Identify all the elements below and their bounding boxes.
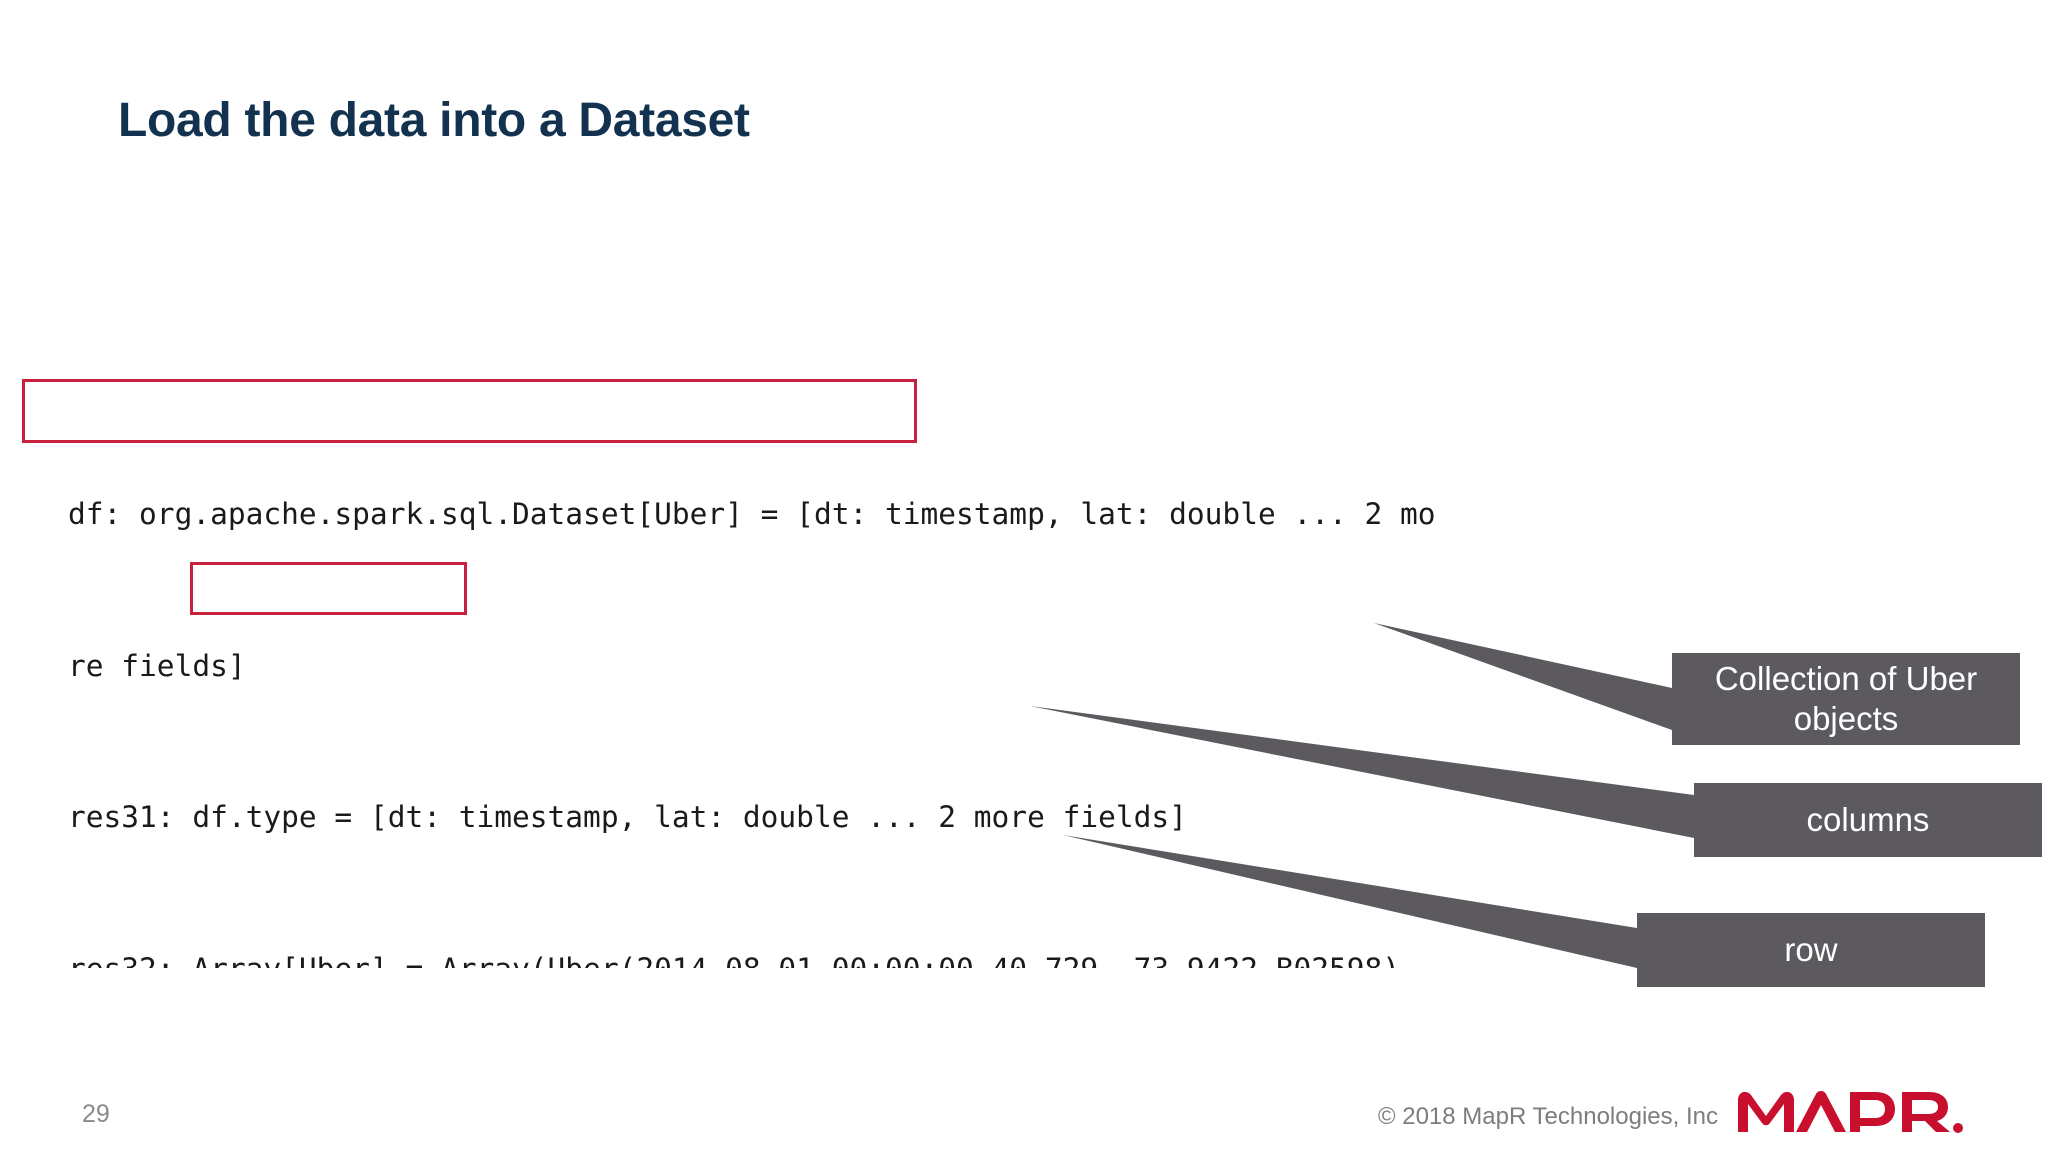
code-output-text: df: org.apache.spark.sql.Dataset[Uber] =…	[68, 388, 1436, 968]
callout-collection-of-uber-objects: Collection of Uber objects	[1672, 653, 2020, 745]
code-line: res31: df.type = [dt: timestamp, lat: do…	[68, 800, 1187, 834]
page-number: 29	[82, 1100, 110, 1128]
callout-row: row	[1637, 913, 1985, 987]
code-line: df: org.apache.spark.sql.Dataset[Uber] =…	[68, 497, 1436, 531]
page-title: Load the data into a Dataset	[118, 94, 750, 147]
code-output-block: df: org.apache.spark.sql.Dataset[Uber] =…	[68, 388, 1768, 968]
mapr-logo	[1738, 1091, 1963, 1133]
copyright-notice: © 2018 MapR Technologies, Inc	[1377, 1103, 1718, 1130]
callout-columns: columns	[1694, 783, 2042, 857]
code-line: res32: Array[Uber] = Array(Uber(2014-08-…	[68, 944, 1436, 969]
code-line: re fields]	[68, 648, 246, 683]
